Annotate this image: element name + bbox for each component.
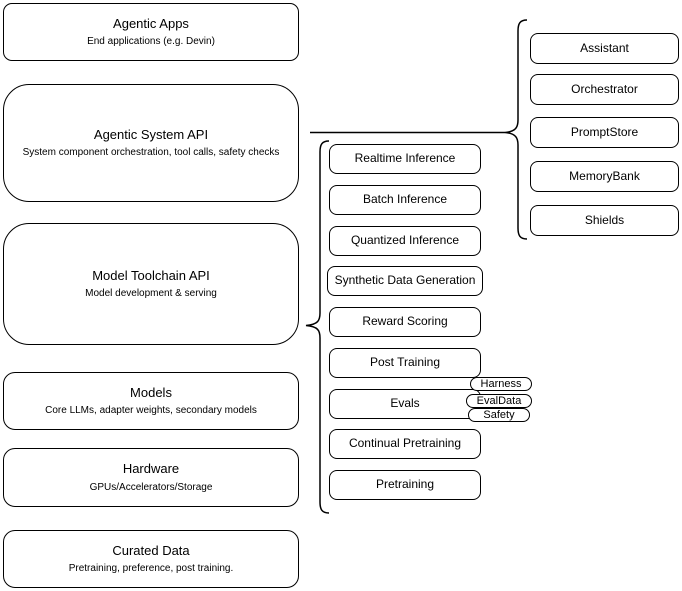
layer-box-curated-data: Curated Data Pretraining, preference, po…: [3, 530, 299, 588]
layer-box-agentic-apps: Agentic Apps End applications (e.g. Devi…: [3, 3, 299, 61]
toolchain-box-batch-inference: Batch Inference: [329, 185, 481, 215]
layer-subtitle: Pretraining, preference, post training.: [68, 563, 234, 575]
layer-subtitle: GPUs/Accelerators/Storage: [89, 481, 213, 493]
component-box-assistant: Assistant: [530, 33, 679, 64]
toolchain-label: Reward Scoring: [362, 314, 448, 329]
toolchain-box-evals: Evals: [329, 389, 481, 419]
toolchain-label: Batch Inference: [362, 192, 448, 207]
layer-title: Models: [130, 384, 172, 400]
component-box-promptstore: PromptStore: [530, 117, 679, 148]
layer-title: Agentic System API: [93, 126, 209, 142]
layer-box-hardware: Hardware GPUs/Accelerators/Storage: [3, 448, 299, 507]
component-box-shields: Shields: [530, 205, 679, 236]
component-box-memorybank: MemoryBank: [530, 161, 679, 192]
eval-tag-harness: Harness: [470, 377, 532, 391]
toolchain-box-pretraining: Pretraining: [329, 470, 481, 500]
toolchain-box-quantized-inference: Quantized Inference: [329, 226, 481, 256]
eval-tag-evaldata: EvalData: [466, 394, 532, 408]
layer-title: Model Toolchain API: [92, 267, 210, 283]
component-label: PromptStore: [570, 124, 639, 139]
layer-title: Agentic Apps: [113, 15, 189, 31]
layer-subtitle: Model development & serving: [85, 288, 217, 300]
layer-box-agentic-system-api: Agentic System API System component orch…: [3, 84, 299, 202]
layer-subtitle: End applications (e.g. Devin): [87, 36, 215, 48]
toolchain-box-synthetic-data-generation: Synthetic Data Generation: [327, 266, 483, 296]
toolchain-box-realtime-inference: Realtime Inference: [329, 144, 481, 174]
eval-tag-label: EvalData: [476, 394, 522, 407]
layer-subtitle: System component orchestration, tool cal…: [22, 147, 280, 159]
layer-title: Hardware: [122, 461, 180, 477]
toolchain-box-post-training: Post Training: [329, 348, 481, 378]
toolchain-box-reward-scoring: Reward Scoring: [329, 307, 481, 337]
component-label: Orchestrator: [571, 81, 638, 96]
toolchain-brace: [305, 140, 330, 514]
eval-tag-label: Safety: [483, 408, 515, 421]
component-box-orchestrator: Orchestrator: [530, 74, 679, 105]
components-brace: [504, 19, 528, 240]
eval-tag-safety: Safety: [468, 408, 530, 422]
component-label: Shields: [584, 212, 625, 227]
layer-title: Curated Data: [112, 542, 190, 558]
eval-tag-label: Harness: [480, 377, 522, 390]
toolchain-label: Post Training: [369, 355, 441, 370]
toolchain-label: Synthetic Data Generation: [334, 273, 476, 288]
toolchain-label: Continual Pretraining: [348, 436, 462, 451]
toolchain-label: Quantized Inference: [350, 233, 460, 248]
toolchain-label: Pretraining: [375, 477, 435, 492]
toolchain-label: Evals: [390, 396, 420, 411]
layer-box-models: Models Core LLMs, adapter weights, secon…: [3, 372, 299, 430]
component-label: MemoryBank: [569, 168, 640, 183]
toolchain-label: Realtime Inference: [354, 151, 456, 166]
layer-subtitle: Core LLMs, adapter weights, secondary mo…: [45, 405, 257, 417]
component-label: Assistant: [580, 40, 629, 55]
layer-box-model-toolchain-api: Model Toolchain API Model development & …: [3, 223, 299, 345]
toolchain-box-continual-pretraining: Continual Pretraining: [329, 429, 481, 459]
